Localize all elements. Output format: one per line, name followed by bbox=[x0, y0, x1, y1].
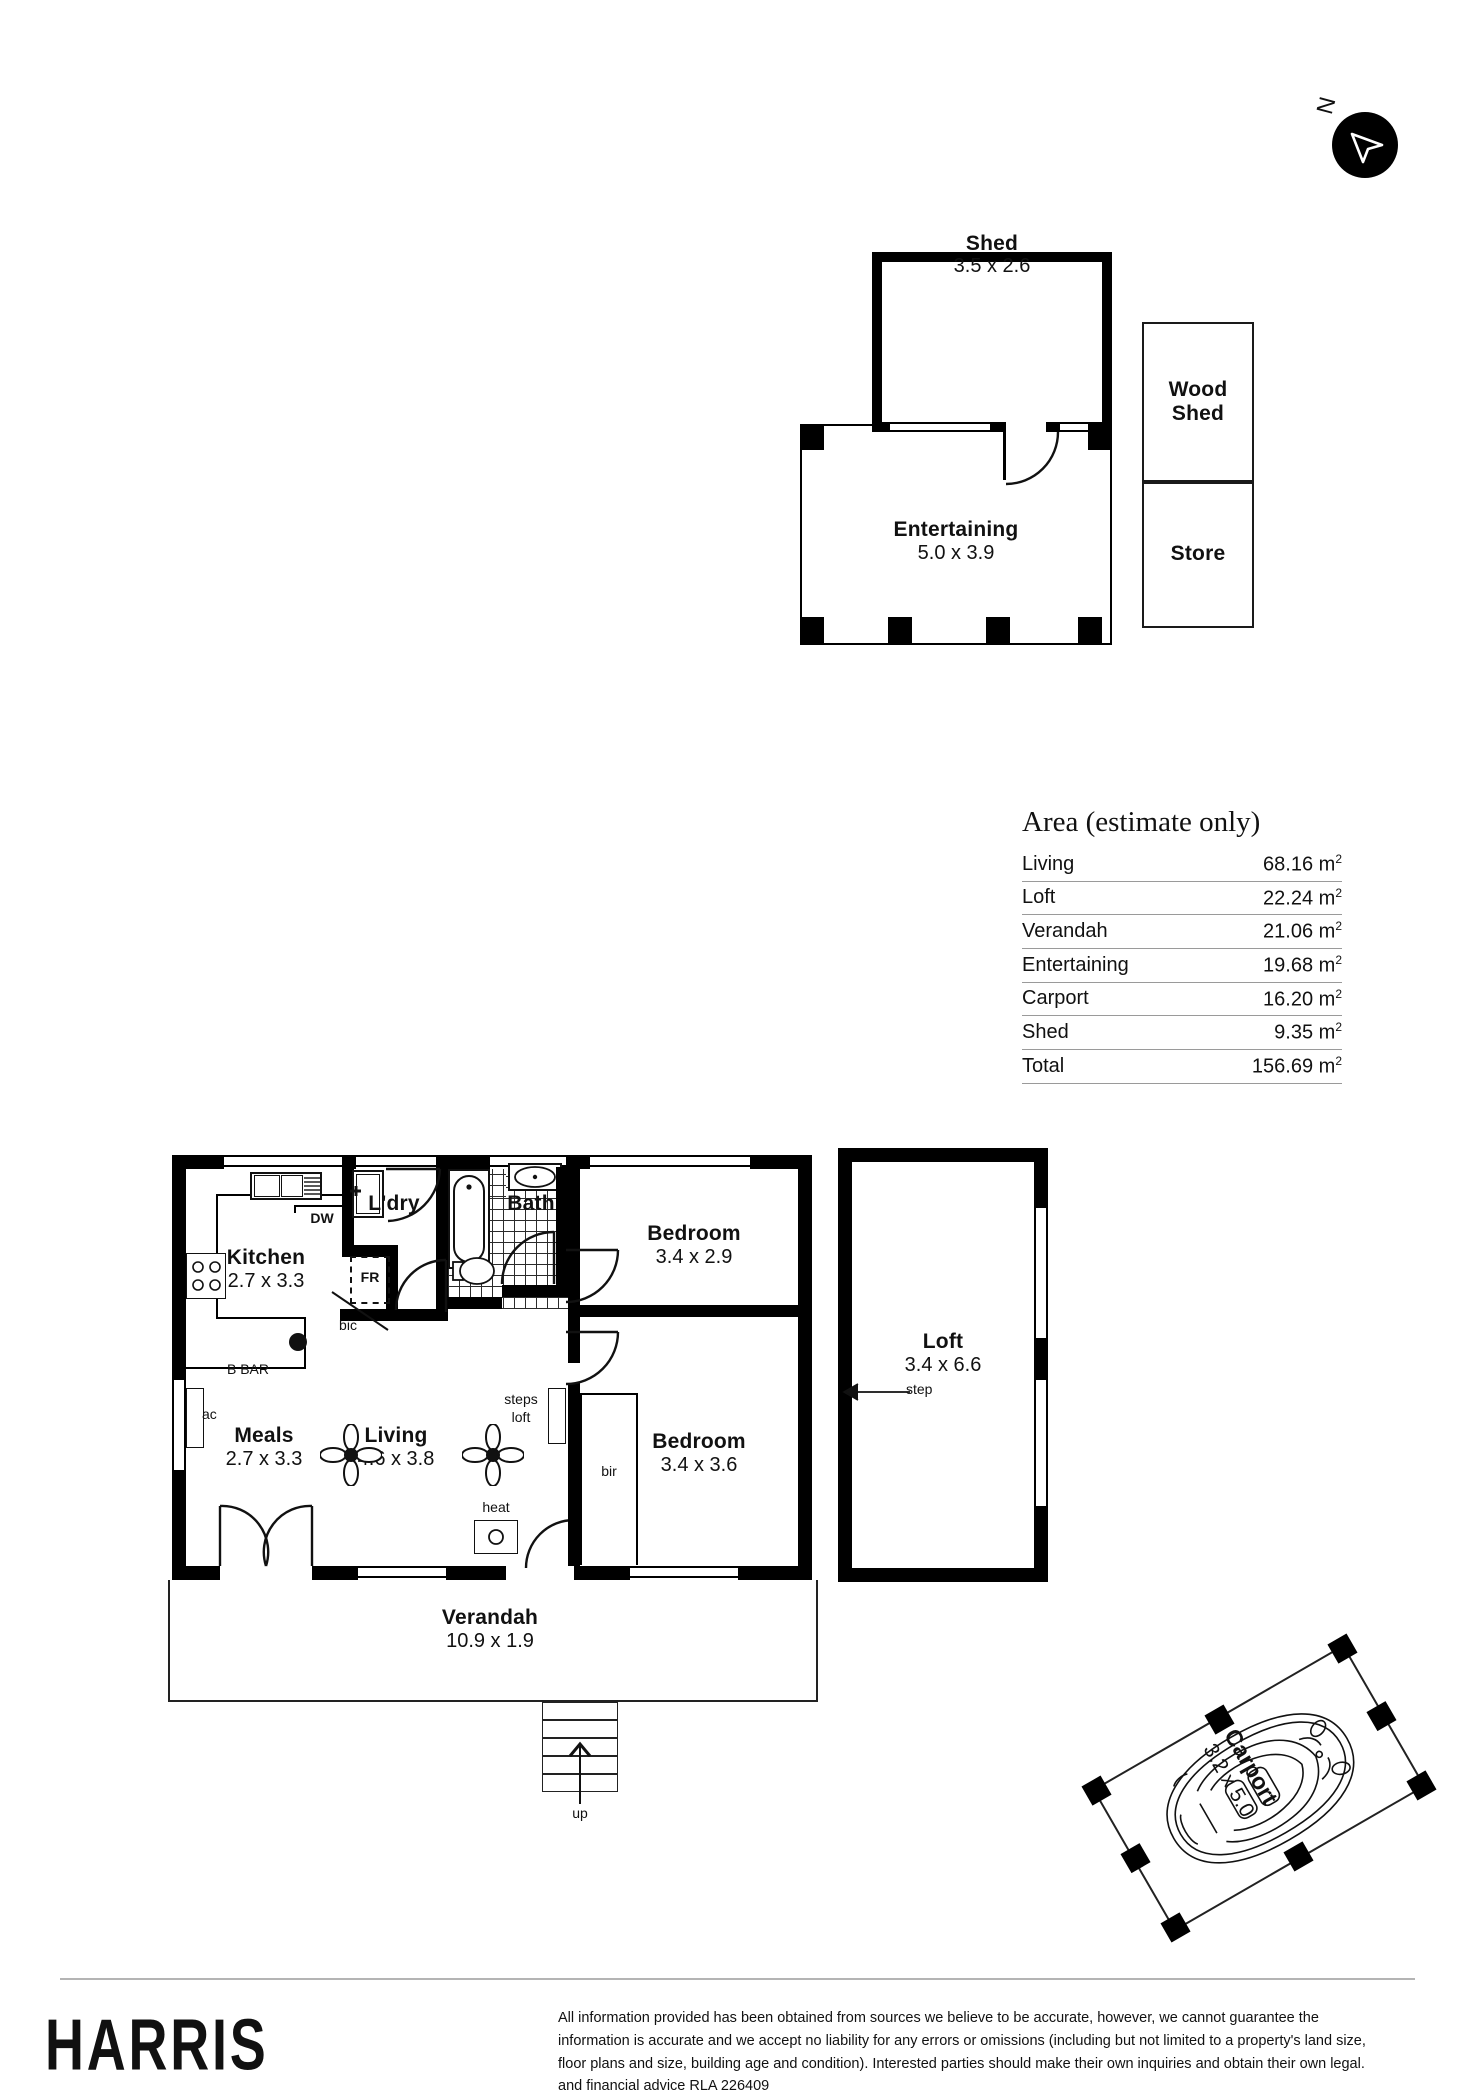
steps-loft-label-2: loft bbox=[511, 1409, 531, 1425]
breakfast-bar-label: B BAR bbox=[226, 1361, 269, 1377]
fridge-label: FR bbox=[360, 1269, 380, 1285]
meals-name: Meals bbox=[234, 1424, 294, 1447]
area-row-label: Shed bbox=[1022, 1015, 1196, 1050]
store-name: Store bbox=[1170, 542, 1226, 565]
entertaining-dims: 5.0 x 3.9 bbox=[917, 542, 995, 564]
north-arrow-icon bbox=[1332, 112, 1398, 178]
area-row-value: 21.06 m2 bbox=[1195, 914, 1342, 949]
footer-divider bbox=[60, 1978, 1415, 1980]
area-row-value: 22.24 m2 bbox=[1195, 881, 1342, 916]
stairs-up-label: up bbox=[572, 1805, 588, 1821]
verandah-name: Verandah bbox=[441, 1606, 539, 1629]
area-row-label: Living bbox=[1022, 848, 1196, 882]
footer-disclaimer: All information provided has been obtain… bbox=[558, 2010, 1366, 2095]
bath-name: Bath bbox=[507, 1192, 555, 1215]
area-row-value: 9.35 m2 bbox=[1195, 1015, 1342, 1050]
meals-dims: 2.7 x 3.3 bbox=[225, 1448, 303, 1470]
loft-step-arrow-icon bbox=[842, 1383, 910, 1401]
kitchen-name: Kitchen bbox=[226, 1246, 306, 1269]
ceiling-fan-icon-meals bbox=[320, 1424, 382, 1486]
area-row-label: Carport bbox=[1022, 982, 1196, 1017]
dishwasher-label: DW bbox=[310, 1210, 334, 1226]
area-row-value: 156.69 m2 bbox=[1195, 1049, 1342, 1084]
loft-name: Loft bbox=[922, 1330, 964, 1353]
laundry-door-arc-bottom bbox=[394, 1258, 448, 1312]
meals-double-door-arc bbox=[218, 1504, 314, 1567]
laundry-name: L'dry bbox=[368, 1192, 420, 1215]
steps-loft-label-1: steps bbox=[504, 1391, 538, 1407]
area-row-value: 68.16 m2 bbox=[1195, 848, 1342, 882]
bir-label: bir bbox=[601, 1463, 617, 1479]
shed-dims: 3.5 x 2.6 bbox=[953, 255, 1031, 277]
area-row-label: Verandah bbox=[1022, 914, 1196, 949]
verandah-dims: 10.9 x 1.9 bbox=[446, 1630, 534, 1652]
wood-shed-name-line1: Wood bbox=[1168, 378, 1228, 401]
car-illustration-icon bbox=[1166, 1713, 1355, 1864]
bedroom2-dims: 3.4 x 3.6 bbox=[660, 1454, 738, 1476]
area-row-label: Total bbox=[1022, 1049, 1196, 1084]
laundry-door-arc-top bbox=[386, 1167, 442, 1223]
bedroom2-name: Bedroom bbox=[652, 1430, 746, 1453]
air-con-label: ac bbox=[202, 1406, 217, 1422]
entertaining-door-arc bbox=[1005, 431, 1060, 486]
bedroom1-door-arc bbox=[565, 1248, 620, 1304]
area-row-label: Entertaining bbox=[1022, 948, 1196, 983]
bedroom1-name: Bedroom bbox=[647, 1222, 741, 1245]
area-row-value: 19.68 m2 bbox=[1195, 948, 1342, 983]
area-row-label: Loft bbox=[1022, 881, 1196, 916]
bedroom1-dims: 3.4 x 2.9 bbox=[655, 1246, 733, 1268]
ceiling-point-icon bbox=[289, 1333, 307, 1351]
loft-step-label: step bbox=[906, 1381, 933, 1397]
entertaining-name: Entertaining bbox=[893, 518, 1019, 541]
living-name: Living bbox=[364, 1424, 428, 1447]
loft-dims: 3.4 x 6.6 bbox=[904, 1354, 982, 1376]
bic-diagonal bbox=[331, 1291, 389, 1331]
bic-label: bic bbox=[339, 1317, 357, 1333]
wood-shed-name-line2: Shed bbox=[1171, 402, 1225, 425]
kitchen-dims: 2.7 x 3.3 bbox=[227, 1270, 305, 1292]
bath-door-arc bbox=[500, 1230, 556, 1285]
shed-name: Shed bbox=[965, 232, 1019, 255]
brand-logo: HARRIS bbox=[45, 2004, 269, 2086]
stairs-up-arrow-icon bbox=[568, 1741, 592, 1804]
heat-label: heat bbox=[482, 1499, 510, 1515]
area-row-value: 16.20 m2 bbox=[1195, 982, 1342, 1017]
area-table-title: Area (estimate only) bbox=[1022, 806, 1261, 838]
carport-area: Carport 3.2 x 5.0 bbox=[1081, 1632, 1437, 1944]
ceiling-fan-icon-living bbox=[462, 1424, 524, 1486]
bedroom2-door-arc bbox=[565, 1330, 620, 1386]
